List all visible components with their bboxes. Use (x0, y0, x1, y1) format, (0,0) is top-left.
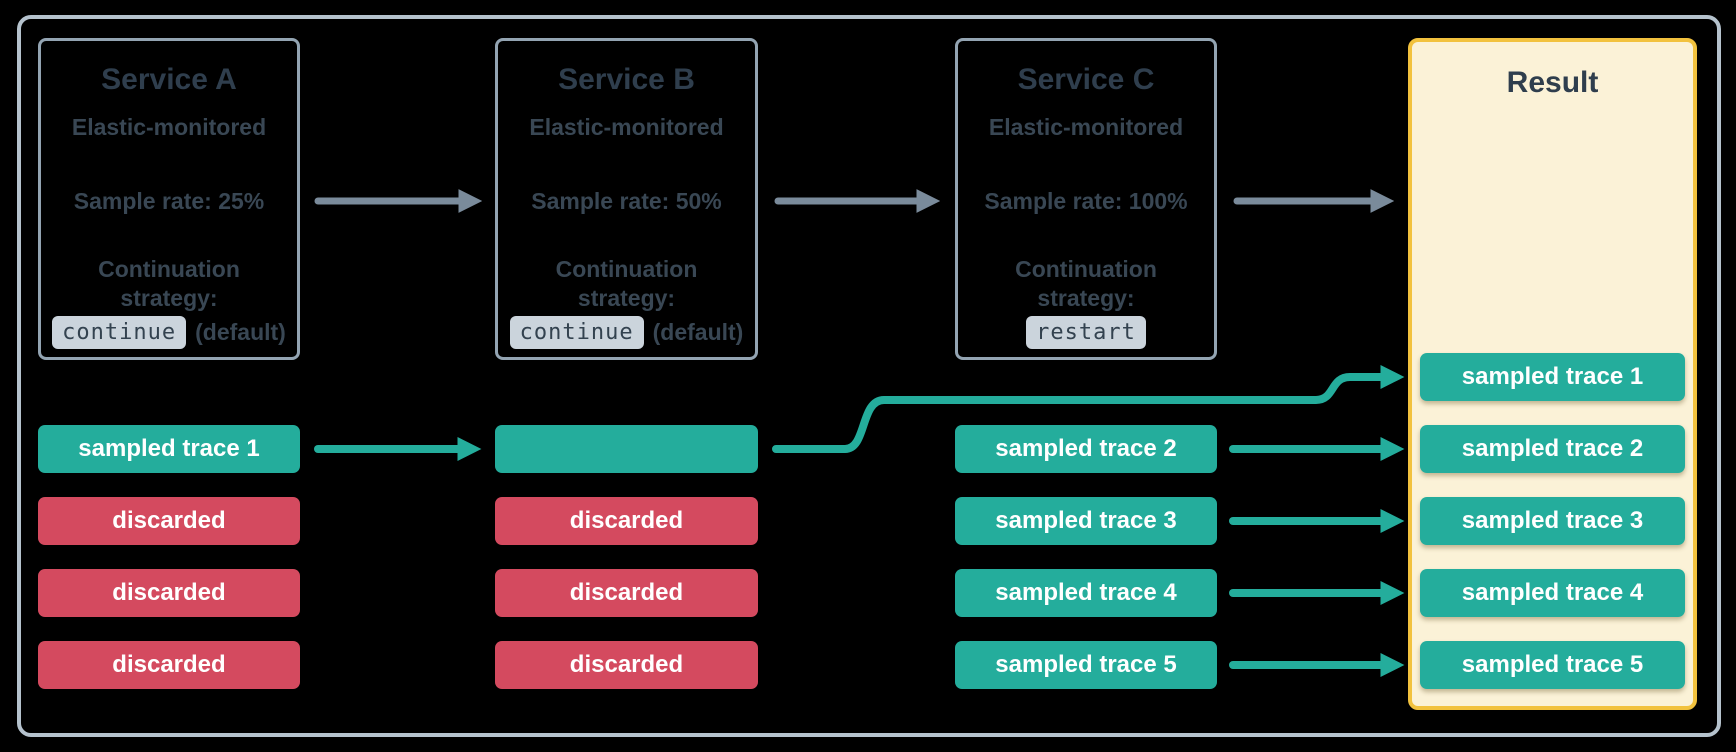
service-a-strategy-value: continue (default) (52, 316, 286, 349)
result-trace-pill: sampled trace 1 (1420, 353, 1685, 401)
service-a-strategy-default-label: (default) (195, 319, 286, 345)
service-b-strategy-code-chip: continue (509, 316, 644, 349)
trace-pill-sampled: sampled trace 1 (38, 425, 300, 473)
diagram-border (17, 15, 1721, 737)
service-b-sample-rate: Sample rate: 50% (531, 188, 722, 214)
service-b-box: Service B Elastic-monitored Sample rate:… (495, 38, 758, 360)
service-b-monitored-label: Elastic-monitored (529, 114, 724, 140)
trace-pill-discarded: discarded (38, 569, 300, 617)
service-a-monitored-label: Elastic-monitored (71, 114, 267, 140)
trace-pill-discarded: discarded (38, 641, 300, 689)
service-b-strategy-default-label: (default) (652, 319, 744, 345)
trace-pill-sampled-unlabeled (495, 425, 758, 473)
result-trace-pill: sampled trace 4 (1420, 569, 1685, 617)
service-c-strategy-label: Continuation strategy: (1015, 256, 1157, 311)
service-a-strategy-code-chip: continue (52, 316, 187, 349)
trace-pill-discarded: discarded (38, 497, 300, 545)
trace-pill-sampled: sampled trace 3 (955, 497, 1217, 545)
service-b-strategy-value: continue (default) (509, 316, 744, 349)
trace-pill-sampled: sampled trace 2 (955, 425, 1217, 473)
service-c-strategy-code-chip: restart (1026, 316, 1146, 349)
service-a-strategy-label: Continuation strategy: (98, 256, 240, 311)
service-a-title: Service A (101, 63, 237, 96)
service-b-title: Service B (558, 63, 695, 96)
service-c-title: Service C (1017, 63, 1155, 96)
service-c-strategy-value: restart (1026, 316, 1146, 349)
service-c-box: Service C Elastic-monitored Sample rate:… (955, 38, 1217, 360)
trace-pill-sampled: sampled trace 5 (955, 641, 1217, 689)
service-a-sample-rate: Sample rate: 25% (73, 188, 265, 214)
service-b-strategy-label: Continuation strategy: (555, 256, 698, 311)
result-title: Result (1506, 66, 1599, 99)
result-trace-pill: sampled trace 5 (1420, 641, 1685, 689)
trace-pill-discarded: discarded (495, 641, 758, 689)
trace-pill-discarded: discarded (495, 497, 758, 545)
service-c-sample-rate: Sample rate: 100% (984, 188, 1188, 214)
result-trace-pill: sampled trace 2 (1420, 425, 1685, 473)
result-trace-pill: sampled trace 3 (1420, 497, 1685, 545)
trace-pill-discarded: discarded (495, 569, 758, 617)
trace-pill-sampled: sampled trace 4 (955, 569, 1217, 617)
service-c-monitored-label: Elastic-monitored (988, 114, 1184, 140)
service-a-box: Service A Elastic-monitored Sample rate:… (38, 38, 300, 360)
